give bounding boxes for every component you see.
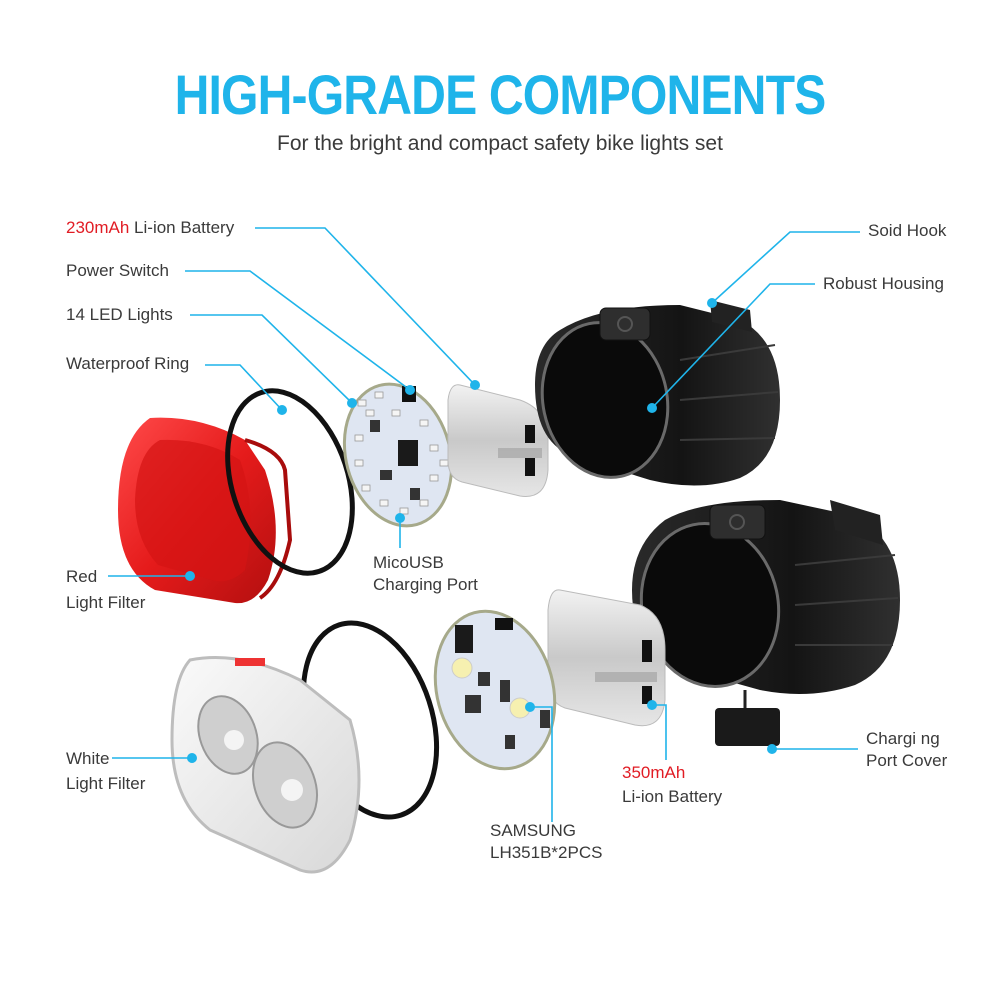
samsung-led-board — [433, 609, 557, 771]
robust-housing-top — [535, 300, 780, 486]
red-filter-line1: Red — [66, 567, 98, 586]
callout-lines — [108, 227, 860, 822]
red-filter-line2: Light Filter — [66, 593, 146, 612]
page-title: HIGH-GRADE COMPONENTS — [174, 63, 827, 126]
white-filter-line1: White — [66, 749, 110, 768]
red-light-filter — [118, 417, 293, 604]
samsung-line1: SAMSUNG — [490, 821, 576, 840]
charging-cover-line2: Port Cover — [866, 751, 948, 770]
micro-usb-line1: MicoUSB — [373, 553, 444, 572]
label-charging-cover: Chargi ng Port Cover — [866, 728, 947, 772]
label-white-filter: White Light Filter — [66, 748, 145, 795]
label-waterproof-ring: Waterproof Ring — [66, 354, 190, 373]
label-red-filter: Red Light Filter — [66, 566, 145, 614]
led-circuit-board — [342, 382, 454, 528]
callout-dots — [185, 298, 777, 763]
white-light-filter — [170, 656, 361, 874]
battery-350-capacity: 350mAh — [622, 763, 686, 782]
label-samsung-led: SAMSUNG LH351B*2PCS — [490, 820, 602, 864]
label-power-switch: Power Switch — [66, 261, 169, 280]
white-filter-line2: Light Filter — [66, 774, 146, 793]
battery-350-text: Li-ion Battery — [622, 787, 723, 806]
label-led-lights: 14 LED Lights — [66, 305, 173, 324]
battery-350mah — [547, 589, 666, 727]
label-solid-hook: Soid Hook — [868, 221, 947, 240]
page-subtitle: For the bright and compact safety bike l… — [277, 132, 723, 155]
battery-230-capacity: 230mAh — [66, 218, 130, 237]
label-micro-usb: MicoUSB Charging Port — [373, 552, 478, 596]
micro-usb-line2: Charging Port — [373, 575, 478, 594]
battery-230mah — [447, 384, 549, 497]
samsung-line2: LH351B*2PCS — [490, 843, 603, 862]
label-battery-350: 350mAh Li-ion Battery — [622, 762, 722, 808]
charging-cover-line1: Chargi ng — [866, 729, 940, 748]
housing-bottom — [632, 500, 900, 746]
battery-230-text: Li-ion Battery — [129, 218, 235, 237]
label-battery-230: 230mAh Li-ion Battery — [66, 217, 234, 239]
label-robust-housing: Robust Housing — [823, 274, 944, 293]
